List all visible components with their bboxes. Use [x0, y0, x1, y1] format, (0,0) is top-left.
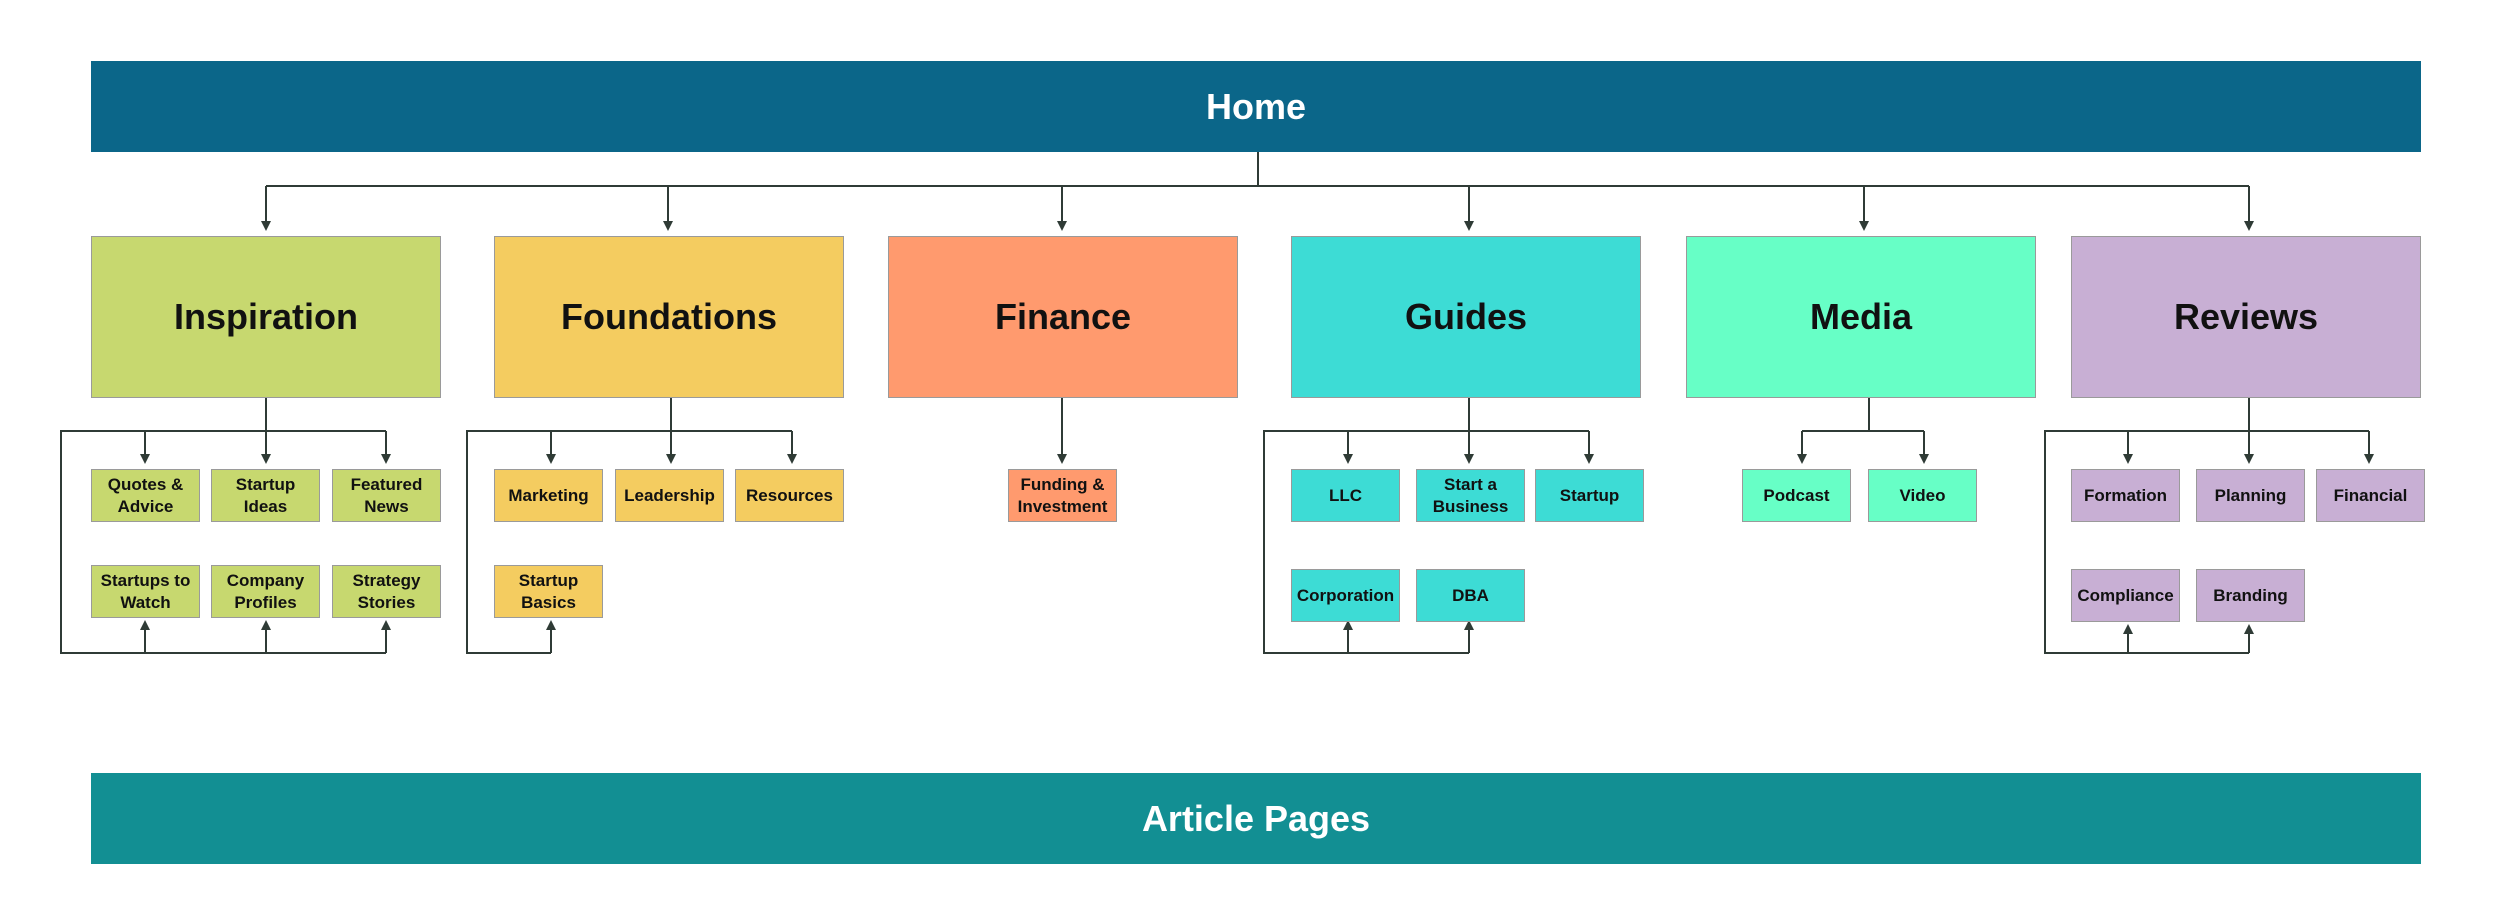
page-label: Marketing — [508, 485, 589, 505]
page-funding-investment[interactable]: Funding & Investment — [1008, 469, 1117, 522]
page-label: LLC — [1328, 485, 1363, 505]
inspiration-loop-line — [60, 430, 386, 654]
category-foundations[interactable]: Foundations — [494, 236, 844, 398]
page-featured-news[interactable]: Featured News — [332, 469, 441, 522]
category-finance[interactable]: Finance — [888, 236, 1238, 398]
category-label: Guides — [1404, 296, 1528, 337]
category-label: Reviews — [2173, 296, 2319, 337]
home-label: Home — [1205, 85, 1307, 127]
page-compliance[interactable]: Compliance — [2071, 569, 2180, 622]
page-video[interactable]: Video — [1868, 469, 1977, 522]
page-label: Resources — [746, 485, 833, 505]
category-reviews[interactable]: Reviews — [2071, 236, 2421, 398]
page-label: Startup Basics — [518, 570, 579, 612]
page-branding[interactable]: Branding — [2196, 569, 2305, 622]
article-pages-label: Article Pages — [1141, 797, 1371, 839]
page-label: Startup — [1559, 485, 1620, 505]
page-label: Company Profiles — [226, 570, 305, 612]
page-startups-to-watch[interactable]: Startups to Watch — [91, 565, 200, 618]
category-inspiration[interactable]: Inspiration — [91, 236, 441, 398]
page-startup[interactable]: Startup — [1535, 469, 1644, 522]
page-start-a-business[interactable]: Start a Business — [1416, 469, 1525, 522]
page-label: Startup Ideas — [235, 474, 296, 516]
page-label: Start a Business — [1432, 474, 1509, 516]
page-label: Corporation — [1296, 585, 1395, 605]
page-llc[interactable]: LLC — [1291, 469, 1400, 522]
page-planning[interactable]: Planning — [2196, 469, 2305, 522]
page-dba[interactable]: DBA — [1416, 569, 1525, 622]
category-media[interactable]: Media — [1686, 236, 2036, 398]
page-leadership[interactable]: Leadership — [615, 469, 724, 522]
page-label: Compliance — [2077, 585, 2174, 605]
page-podcast[interactable]: Podcast — [1742, 469, 1851, 522]
page-financial[interactable]: Financial — [2316, 469, 2425, 522]
category-label: Media — [1809, 296, 1913, 337]
page-label: Podcast — [1763, 485, 1830, 505]
page-startup-ideas[interactable]: Startup Ideas — [211, 469, 320, 522]
page-label: DBA — [1452, 585, 1489, 605]
page-strategy-stories[interactable]: Strategy Stories — [332, 565, 441, 618]
page-label: Planning — [2214, 485, 2287, 505]
page-marketing[interactable]: Marketing — [494, 469, 603, 522]
reviews-loop-line — [2044, 430, 2369, 654]
category-label: Finance — [994, 296, 1132, 337]
page-company-profiles[interactable]: Company Profiles — [211, 565, 320, 618]
page-formation[interactable]: Formation — [2071, 469, 2180, 522]
page-corporation[interactable]: Corporation — [1291, 569, 1400, 622]
page-label: Leadership — [624, 485, 715, 505]
page-startup-basics[interactable]: Startup Basics — [494, 565, 603, 618]
guides-loop-line — [1263, 430, 1589, 654]
page-label: Video — [1899, 485, 1946, 505]
page-quotes-advice[interactable]: Quotes & Advice — [91, 469, 200, 522]
page-label: Featured News — [350, 474, 423, 516]
page-resources[interactable]: Resources — [735, 469, 844, 522]
page-label: Branding — [2213, 585, 2288, 605]
page-label: Quotes & Advice — [107, 474, 184, 516]
category-label: Foundations — [561, 296, 777, 337]
category-label: Inspiration — [173, 296, 358, 337]
page-label: Formation — [2083, 485, 2168, 505]
home-node[interactable]: Home — [91, 61, 2421, 152]
article-pages-node[interactable]: Article Pages — [91, 773, 2421, 864]
page-label: Financial — [2333, 485, 2408, 505]
page-label: Funding & Investment — [1017, 474, 1108, 516]
page-label: Startups to Watch — [100, 570, 191, 612]
page-label: Strategy Stories — [352, 570, 421, 612]
foundations-loop-line — [466, 430, 792, 654]
category-guides[interactable]: Guides — [1291, 236, 1641, 398]
